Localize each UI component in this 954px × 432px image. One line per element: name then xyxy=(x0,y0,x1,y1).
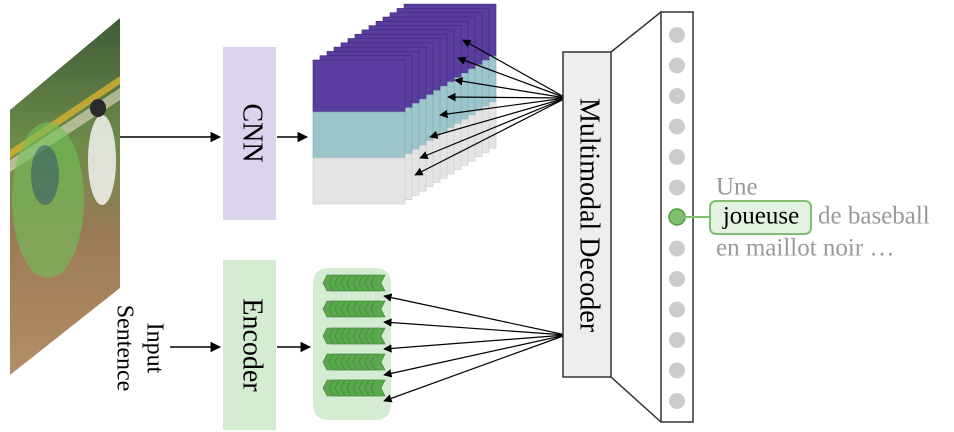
cnn-block: CNN xyxy=(223,47,276,220)
encoder-feature-row xyxy=(322,300,386,318)
attention-arrow-image xyxy=(439,97,567,119)
encoder-feature-row xyxy=(322,274,386,292)
output-node xyxy=(669,332,685,348)
current-word-highlight xyxy=(709,200,812,235)
output-node xyxy=(669,179,685,196)
attention-arrow-text xyxy=(383,293,567,336)
multimodal-decoder-block: Multimodal Decoder xyxy=(562,51,612,378)
feature-map-slab xyxy=(312,59,406,205)
output-word-current: joueuse xyxy=(722,203,799,230)
output-node xyxy=(669,362,685,379)
cnn-label: CNN xyxy=(237,103,268,162)
output-node xyxy=(669,393,685,409)
output-node xyxy=(669,301,685,318)
attention-arrow-text xyxy=(383,334,567,378)
output-node xyxy=(669,271,685,287)
input-sentence-label: Input Sentence xyxy=(111,305,167,392)
output-line3: en maillot noir … xyxy=(716,235,894,262)
attention-arrow-image xyxy=(429,97,567,139)
attention-arrow-image xyxy=(414,97,567,176)
attention-arrow-image xyxy=(454,77,567,99)
input-label-line2: Sentence xyxy=(111,305,137,392)
encoder-label: Encoder xyxy=(237,298,268,392)
baseball-photo-icon xyxy=(10,18,120,375)
decoder-output-column xyxy=(610,11,694,423)
output-node xyxy=(669,57,685,74)
output-node xyxy=(669,88,685,104)
attention-arrows xyxy=(383,39,567,403)
active-output-node xyxy=(668,208,686,226)
attention-arrow-text xyxy=(383,334,567,403)
attention-arrow-image xyxy=(419,97,567,160)
encoder-feature-group xyxy=(313,268,391,420)
output-node xyxy=(669,149,685,165)
output-word-prev: Une xyxy=(716,174,758,201)
output-word-rest: de baseball xyxy=(818,203,930,230)
cnn-feature-maps xyxy=(312,3,497,205)
encoder-feature-row xyxy=(322,327,386,345)
output-node xyxy=(669,27,685,43)
attention-arrow-text xyxy=(383,318,567,336)
attention-arrow-image xyxy=(457,56,567,99)
decoder-label: Multimodal Decoder xyxy=(574,98,605,333)
output-node xyxy=(669,240,685,257)
output-sentence: Une joueuse de baseball en maillot noir … xyxy=(684,174,930,262)
attention-arrow-text xyxy=(383,334,567,353)
attention-arrow-image xyxy=(447,92,567,102)
attention-arrow-image xyxy=(462,39,567,99)
input-label-line1: Input xyxy=(141,323,167,374)
output-node xyxy=(669,118,685,135)
encoder-feature-row xyxy=(322,353,386,371)
encoder-feature-row xyxy=(322,379,386,397)
encoder-block: Encoder xyxy=(223,260,276,430)
